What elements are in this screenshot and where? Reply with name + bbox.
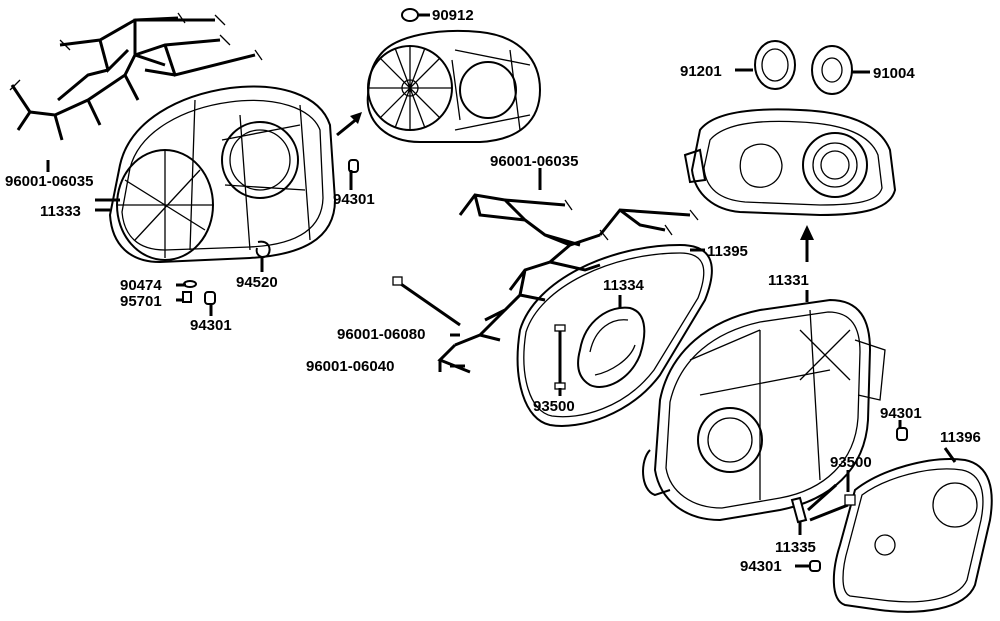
part-labels: 90912 96001-06035 11333 94301 90474 9452… — [5, 7, 981, 575]
screw-95701 — [182, 291, 192, 303]
label-90912: 90912 — [432, 7, 474, 24]
label-95701: 95701 — [120, 293, 162, 310]
label-11334: 11334 — [603, 277, 645, 294]
arrow-up — [800, 225, 814, 262]
clip-94520 — [255, 240, 271, 258]
pin-94301-b — [204, 291, 216, 305]
bearing-91004 — [811, 45, 870, 95]
label-94301-b: 94301 — [190, 317, 232, 334]
label-96001-06040: 96001-06040 — [306, 358, 394, 375]
label-11396: 11396 — [940, 429, 981, 446]
bolt-group-96001-06035-left — [9, 12, 263, 141]
label-96001-06035-center: 96001-06035 — [490, 153, 578, 170]
label-93500-b: 93500 — [830, 454, 872, 471]
label-11333: 11333 — [40, 203, 81, 220]
label-94301-c: 94301 — [880, 405, 922, 422]
label-96001-06035-left: 96001-06035 — [5, 173, 93, 190]
seal-90912 — [401, 8, 430, 22]
label-91004: 91004 — [873, 65, 915, 82]
label-91201: 91201 — [680, 63, 722, 80]
label-93500-a: 93500 — [533, 398, 575, 415]
bolt-93500-b — [809, 494, 856, 522]
seal-91201 — [735, 40, 796, 90]
bolt-group-96001-06035-center — [437, 193, 699, 374]
gasket-11396 — [832, 458, 993, 613]
cover-rear-view — [336, 29, 542, 143]
label-90474: 90474 — [120, 277, 162, 294]
label-94301-a: 94301 — [333, 191, 375, 208]
case-rear-view — [683, 108, 897, 217]
crankcase-11331 — [642, 298, 886, 522]
bolt-96001-06080 — [392, 276, 461, 327]
pin-94301-a — [348, 159, 359, 173]
cover-11334 — [577, 306, 646, 388]
label-94301-d: 94301 — [740, 558, 782, 575]
label-11395: 11395 — [707, 243, 748, 260]
plate-11335 — [790, 483, 837, 524]
gasket-11395 — [516, 243, 713, 427]
label-94520: 94520 — [236, 274, 278, 291]
label-96001-06080: 96001-06080 — [337, 326, 425, 343]
pin-94301-d — [809, 560, 821, 572]
leader-lines — [46, 160, 957, 568]
outer-cover-11333 — [108, 85, 337, 264]
pin-94301-c — [896, 427, 908, 441]
label-11331: 11331 — [768, 272, 809, 289]
bolts-93500-a — [554, 324, 566, 390]
label-11335: 11335 — [775, 539, 816, 556]
